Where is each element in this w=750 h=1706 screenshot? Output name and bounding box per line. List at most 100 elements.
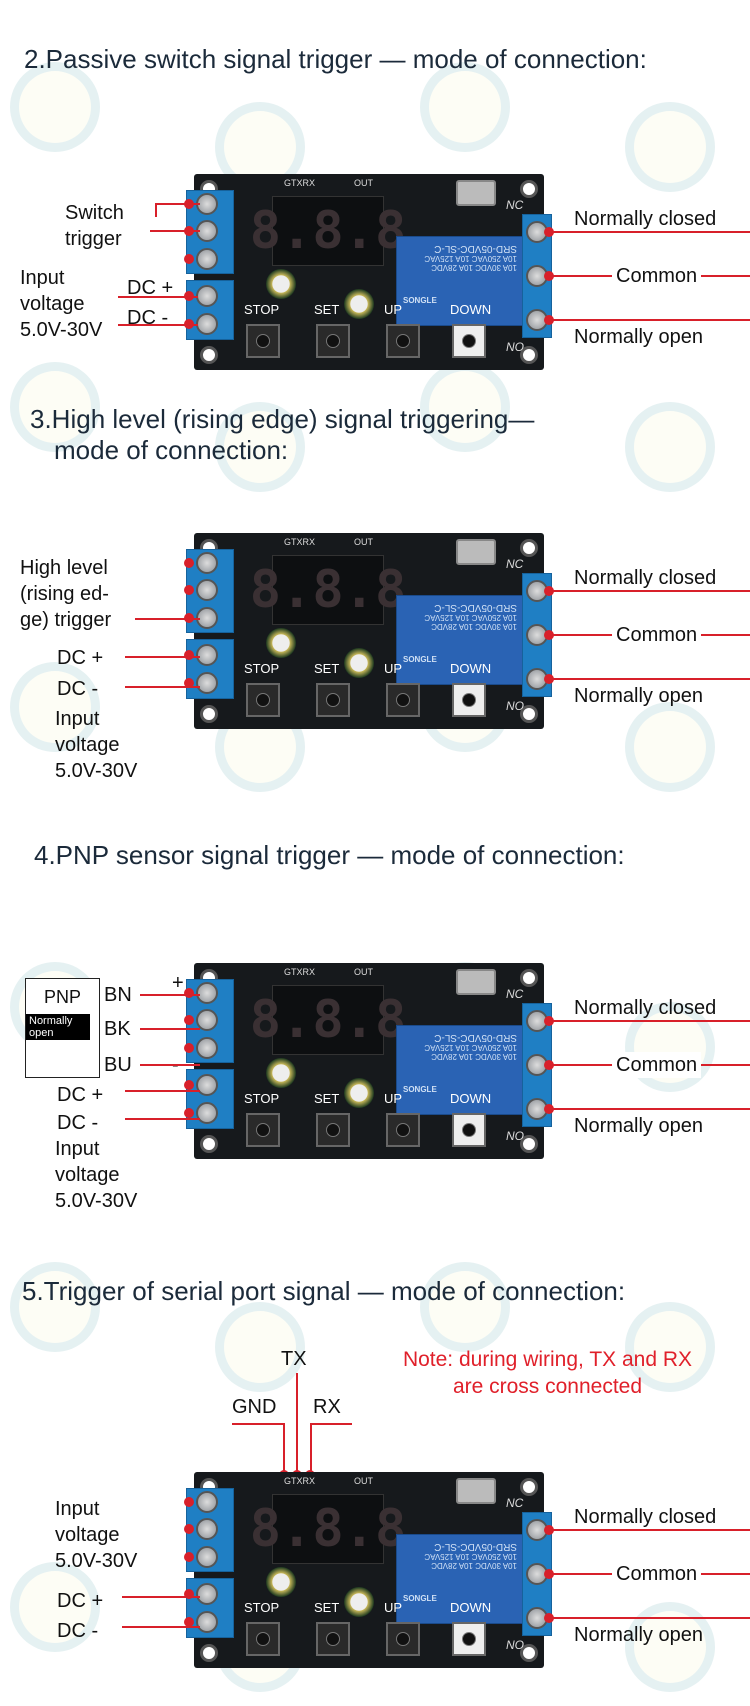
board-button-2[interactable] <box>386 683 420 717</box>
gnd-label: GND <box>232 1396 277 1418</box>
wire <box>140 1064 200 1066</box>
output-com-label: Common <box>612 263 702 289</box>
output-no-label: Normally open <box>574 1115 703 1137</box>
watermark-logo <box>10 1561 100 1652</box>
output-nc-label: Normally closed <box>574 567 717 589</box>
button-label: UP <box>384 1091 403 1106</box>
watermark-logo <box>625 101 715 192</box>
watermark-logo <box>625 401 715 492</box>
dc-minus-label: DC - <box>127 307 169 329</box>
button-label: STOP <box>244 1600 280 1615</box>
board-button-2[interactable] <box>386 1113 420 1147</box>
board-button-3[interactable] <box>452 1622 486 1656</box>
high-level-trigger-label: High level(rising ed-ge) trigger <box>20 557 112 631</box>
output-wire <box>552 1529 750 1531</box>
section-5-title: 5.Trigger of serial port signal — mode o… <box>22 1276 626 1306</box>
board-button-1[interactable] <box>316 683 350 717</box>
wire <box>296 1373 298 1475</box>
usb-port <box>456 180 496 206</box>
led-display: 8.8.8 <box>250 196 406 266</box>
usb-port <box>456 539 496 565</box>
terminal-screw <box>196 579 218 601</box>
output-wire <box>552 678 750 680</box>
usb-port <box>456 1478 496 1504</box>
button-label: SET <box>314 1600 340 1615</box>
board-button-0[interactable] <box>246 683 280 717</box>
output-no-label: Normally open <box>574 685 703 707</box>
button-label: STOP <box>244 302 280 317</box>
header-label: GTXRX <box>284 178 316 188</box>
board-button-2[interactable] <box>386 1622 420 1656</box>
terminal-screw <box>196 285 218 307</box>
button-label: DOWN <box>450 1091 492 1106</box>
button-label: DOWN <box>450 661 492 676</box>
watermark-logo <box>625 1601 715 1692</box>
output-no-label: Normally open <box>574 326 703 348</box>
watermark-logo <box>10 1261 100 1352</box>
dc-minus-label: DC - <box>57 1620 99 1642</box>
button-label: UP <box>384 302 403 317</box>
wire <box>140 1028 200 1030</box>
led-display: 8.8.8 <box>250 1494 406 1564</box>
output-wire <box>552 1617 750 1619</box>
dc-plus-label: DC + <box>57 647 104 669</box>
board-button-3[interactable] <box>452 324 486 358</box>
wire <box>232 1423 284 1425</box>
terminal-screw <box>196 1074 218 1096</box>
section-3-title: 3.High level (rising edge) signal trigge… <box>30 404 535 465</box>
wire <box>118 324 198 326</box>
board-button-3[interactable] <box>452 1113 486 1147</box>
watermark-logo <box>10 61 100 152</box>
board-button-0[interactable] <box>246 324 280 358</box>
output-wire <box>552 231 750 233</box>
terminal-screw <box>196 644 218 666</box>
header-label: GTXRX <box>284 967 316 977</box>
terminal-screw <box>196 1583 218 1605</box>
terminal-screw <box>196 672 218 694</box>
board-button-1[interactable] <box>316 1622 350 1656</box>
board-button-1[interactable] <box>316 1113 350 1147</box>
dc-plus-label: DC + <box>57 1084 104 1106</box>
watermark-logo <box>215 1301 305 1392</box>
header-label: GTXRX <box>284 1476 316 1486</box>
watermark-logo <box>625 1301 715 1392</box>
plus-label: + <box>172 972 184 994</box>
watermark-logo <box>10 661 100 752</box>
board-button-2[interactable] <box>386 324 420 358</box>
wire <box>122 1596 200 1598</box>
board-button-0[interactable] <box>246 1622 280 1656</box>
output-com-label: Common <box>612 622 702 648</box>
button-label: DOWN <box>450 302 492 317</box>
terminal-screw <box>196 982 218 1004</box>
wire <box>283 1423 285 1475</box>
wire-bn-label: BN <box>104 984 132 1006</box>
wire <box>125 1090 200 1092</box>
watermark-logo <box>10 361 100 452</box>
usb-port <box>456 969 496 995</box>
wire <box>122 1626 200 1628</box>
led-display: 8.8.8 <box>250 555 406 625</box>
watermark-logo <box>625 701 715 792</box>
wire <box>150 230 200 232</box>
watermark-logo <box>215 401 305 492</box>
board-button-1[interactable] <box>316 324 350 358</box>
board-button-3[interactable] <box>452 683 486 717</box>
section-2-title: 2.Passive switch signal trigger — mode o… <box>24 44 647 74</box>
terminal-screw <box>196 1037 218 1059</box>
button-label: SET <box>314 1091 340 1106</box>
terminal-screw <box>196 1102 218 1124</box>
wire <box>140 994 200 996</box>
board-button-0[interactable] <box>246 1113 280 1147</box>
terminal-screw <box>196 1518 218 1540</box>
header-label: GTXRX <box>284 537 316 547</box>
terminal-screw <box>196 1546 218 1568</box>
button-label: STOP <box>244 661 280 676</box>
